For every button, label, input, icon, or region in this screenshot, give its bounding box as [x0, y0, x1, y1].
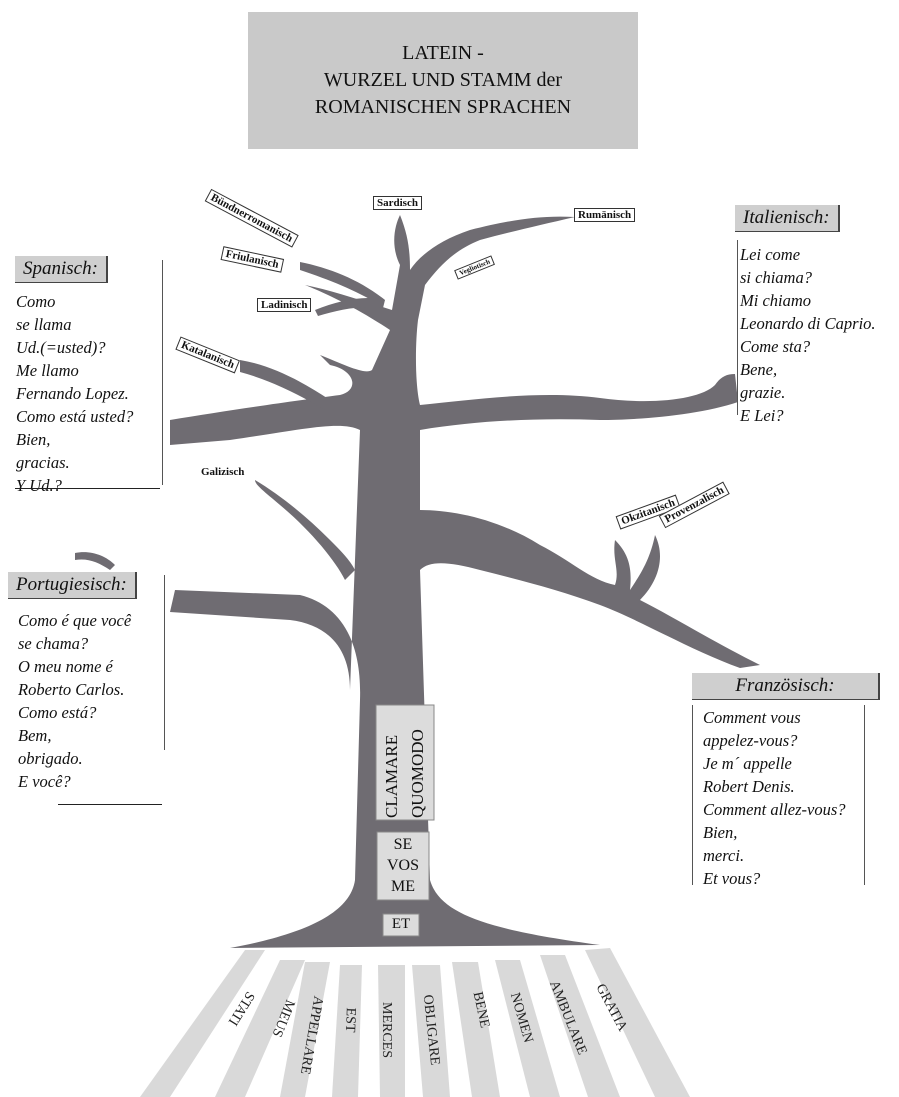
phrase-line: se chama? [18, 632, 131, 655]
phrase-line: E você? [18, 770, 131, 793]
portugiesisch-phrases: Como é que você se chama? O meu nome é R… [18, 609, 131, 793]
franzoesisch-heading: Französisch: [692, 673, 880, 700]
phrase-line: Bien, [16, 428, 133, 451]
phrase-line: Ud.(=usted)? [16, 336, 133, 359]
phrase-line: Roberto Carlos. [18, 678, 131, 701]
phrase-line: Y Ud.? [16, 474, 133, 497]
portugiesisch-heading: Portugiesisch: [8, 572, 137, 599]
root-label: MERCES [378, 1002, 394, 1058]
branch-label-galizisch: Galizisch [198, 466, 247, 478]
phrase-line: Et vous? [703, 867, 846, 890]
phrase-line: Je m´ appelle [703, 752, 846, 775]
phrase-line: grazie. [740, 381, 876, 404]
italienisch-heading: Italienisch: [735, 205, 840, 232]
portugiesisch-side-rule [164, 575, 165, 750]
branch-label-rumaenisch: Rumänisch [574, 208, 635, 222]
phrase-line: Comment vous [703, 706, 846, 729]
franzoesisch-right-rule [864, 705, 865, 885]
title-line-1: LATEIN - [402, 40, 484, 67]
phrase-line: Fernando Lopez. [16, 382, 133, 405]
root-label: EST [341, 1007, 358, 1032]
spanisch-underline [15, 488, 160, 489]
latin-se-vos-me: SE VOS ME [377, 834, 429, 897]
italienisch-side-rule [737, 240, 738, 415]
latin-word-clamare: CLAMARE [380, 708, 404, 818]
phrase-line: Lei come [740, 243, 876, 266]
spanisch-phrases: Como se llama Ud.(=usted)? Me llamo Fern… [16, 290, 133, 497]
latin-word-quomodo: QUOMODO [406, 708, 430, 818]
phrase-line: Me llamo [16, 359, 133, 382]
phrase-line: Bene, [740, 358, 876, 381]
franzoesisch-phrases: Comment vous appelez-vous? Je m´ appelle… [703, 706, 846, 890]
spanisch-side-rule [162, 260, 163, 485]
branch-label-ladinisch: Ladinisch [257, 298, 311, 312]
italienisch-phrases: Lei come si chiama? Mi chiamo Leonardo d… [740, 243, 876, 427]
latin-quomodo-clamare: QUOMODO CLAMARE [378, 708, 432, 818]
root-rays [140, 948, 690, 1097]
title-box: LATEIN - WURZEL UND STAMM der ROMANISCHE… [248, 12, 638, 149]
phrase-line: Robert Denis. [703, 775, 846, 798]
title-line-2: WURZEL UND STAMM der [324, 67, 562, 94]
phrase-line: Como está? [18, 701, 131, 724]
branch-label-sardisch: Sardisch [373, 196, 422, 210]
title-line-3: ROMANISCHEN SPRACHEN [315, 94, 571, 121]
phrase-line: merci. [703, 844, 846, 867]
latin-word-se: SE [377, 834, 429, 855]
phrase-line: Leonardo di Caprio. [740, 312, 876, 335]
phrase-line: se llama [16, 313, 133, 336]
franzoesisch-left-rule [692, 705, 693, 885]
phrase-line: Mi chiamo [740, 289, 876, 312]
latin-word-et: ET [383, 916, 419, 933]
phrase-line: Bien, [703, 821, 846, 844]
phrase-line: gracias. [16, 451, 133, 474]
portugiesisch-underline [58, 804, 162, 805]
phrase-line: Comment allez-vous? [703, 798, 846, 821]
phrase-line: Como é que você [18, 609, 131, 632]
phrase-line: obrigado. [18, 747, 131, 770]
phrase-line: O meu nome é [18, 655, 131, 678]
phrase-line: Bem, [18, 724, 131, 747]
latin-word-me: ME [377, 876, 429, 897]
phrase-line: Come sta? [740, 335, 876, 358]
phrase-line: E Lei? [740, 404, 876, 427]
phrase-line: si chiama? [740, 266, 876, 289]
phrase-line: Como [16, 290, 133, 313]
spanisch-heading: Spanisch: [15, 256, 108, 283]
phrase-line: Como está usted? [16, 405, 133, 428]
phrase-line: appelez-vous? [703, 729, 846, 752]
latin-word-vos: VOS [377, 855, 429, 876]
